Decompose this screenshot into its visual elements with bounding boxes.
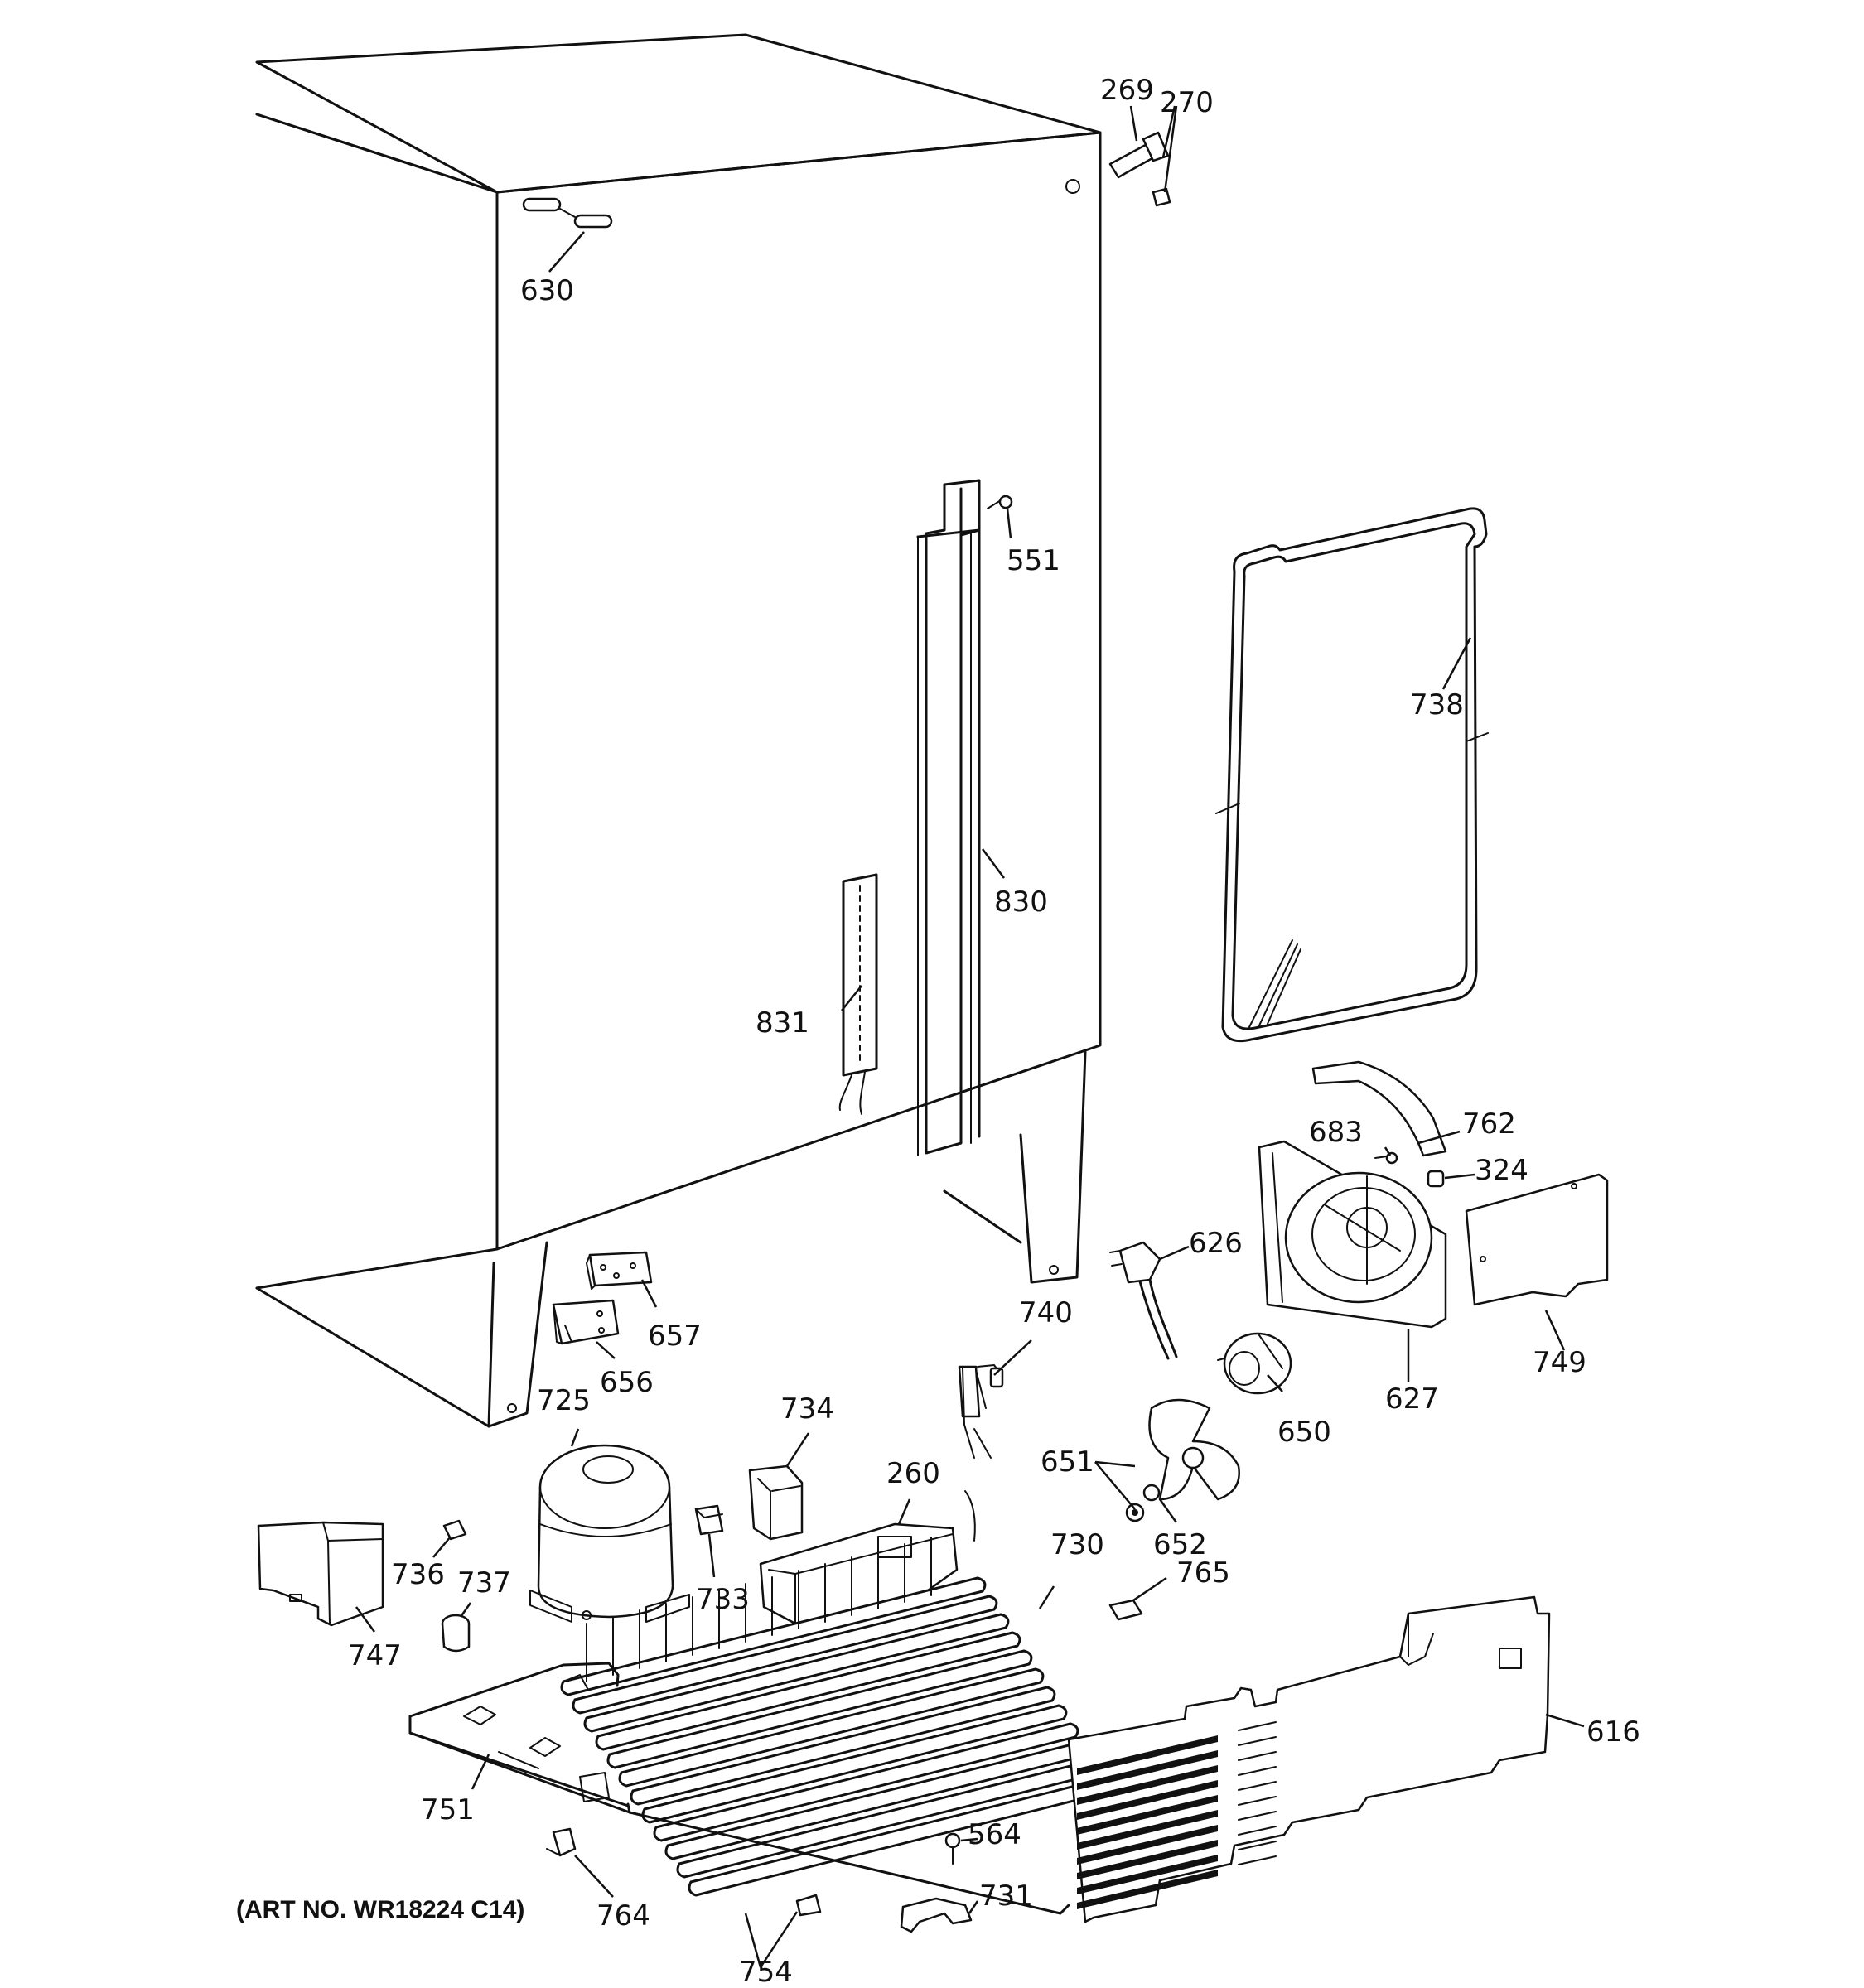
plug-part-630 xyxy=(522,197,613,229)
callout-725: 725 xyxy=(537,1384,591,1417)
callout-650: 650 xyxy=(1277,1416,1331,1449)
callout-738: 738 xyxy=(1410,688,1464,721)
clip-part-324 xyxy=(1427,1170,1445,1188)
overload-part-733 xyxy=(694,1504,724,1536)
callout-616: 616 xyxy=(1586,1715,1640,1749)
callout-765: 765 xyxy=(1176,1556,1230,1590)
screw-part-551 xyxy=(987,495,1013,509)
grommet-part-737 xyxy=(441,1614,471,1653)
callout-747: 747 xyxy=(348,1639,402,1672)
art-number-caption: (ART NO. WR18224 C14) xyxy=(236,1896,524,1923)
callout-764: 764 xyxy=(596,1899,650,1933)
leader-lines xyxy=(355,105,1585,1968)
cover-part-747 xyxy=(257,1521,384,1627)
callout-762: 762 xyxy=(1462,1107,1516,1141)
washer-part-652 xyxy=(1125,1484,1161,1522)
callout-656: 656 xyxy=(600,1366,654,1399)
callout-734: 734 xyxy=(780,1392,834,1426)
callout-737: 737 xyxy=(457,1566,511,1600)
capacitor-part-740 xyxy=(958,1364,1004,1459)
callout-683: 683 xyxy=(1309,1116,1363,1149)
callout-736: 736 xyxy=(391,1558,445,1591)
callout-657: 657 xyxy=(648,1320,702,1353)
callout-751: 751 xyxy=(421,1793,475,1826)
callout-260: 260 xyxy=(886,1457,940,1490)
callout-754-label: 754 xyxy=(739,1956,793,1988)
refrigerator-cabinet xyxy=(255,33,1102,1428)
callout-269: 269 xyxy=(1100,74,1154,107)
callout-626: 626 xyxy=(1189,1227,1243,1260)
hinge-part-269-270 xyxy=(1108,131,1171,207)
door-gasket-part-738 xyxy=(1215,507,1489,1043)
callout-564: 564 xyxy=(968,1818,1021,1851)
callout-324: 324 xyxy=(1475,1154,1528,1187)
screw-part-683 xyxy=(1374,1151,1398,1165)
bracket-part-656 xyxy=(552,1299,620,1345)
relay-part-734 xyxy=(748,1464,804,1541)
callout-731: 731 xyxy=(979,1879,1033,1913)
fan-motor-part-650 xyxy=(1217,1332,1292,1395)
clip-part-765 xyxy=(1108,1599,1143,1621)
callout-749: 749 xyxy=(1533,1346,1586,1379)
callout-630: 630 xyxy=(520,274,574,307)
clip-part-736 xyxy=(442,1519,467,1541)
callout-740: 740 xyxy=(1019,1296,1073,1329)
compressor-part-725 xyxy=(529,1444,690,1623)
callout-730: 730 xyxy=(1050,1528,1104,1561)
callout-270: 270 xyxy=(1160,86,1214,119)
callout-651: 651 xyxy=(1041,1445,1094,1479)
callout-733: 733 xyxy=(696,1583,750,1616)
rear-grille-part-616 xyxy=(1067,1595,1551,1923)
pad-part-754 xyxy=(795,1894,822,1917)
fan-shroud-part-627 xyxy=(1258,1140,1447,1329)
callout-627: 627 xyxy=(1385,1382,1439,1416)
base-pan-part-751 xyxy=(408,1662,1070,1915)
callout-551: 551 xyxy=(1007,544,1060,577)
callout-830: 830 xyxy=(994,885,1048,919)
power-cord-part-626 xyxy=(1109,1241,1178,1360)
callout-652: 652 xyxy=(1153,1528,1207,1561)
drain-pan-part-260 xyxy=(759,1490,976,1625)
clip-part-764 xyxy=(546,1827,577,1857)
channel-part-830 xyxy=(916,479,981,1156)
cover-part-749 xyxy=(1465,1173,1609,1306)
strip-part-762 xyxy=(1311,1060,1447,1157)
screw-part-564 xyxy=(944,1832,961,1865)
callout-labels: 269 270 630 551 738 830 831 762 683 324 … xyxy=(348,74,1640,1988)
heater-part-831 xyxy=(838,873,878,1115)
bracket-part-731 xyxy=(900,1897,973,1933)
fan-blade-part-651 xyxy=(1148,1398,1240,1501)
callout-831: 831 xyxy=(756,1006,809,1040)
bracket-part-657 xyxy=(586,1251,653,1290)
